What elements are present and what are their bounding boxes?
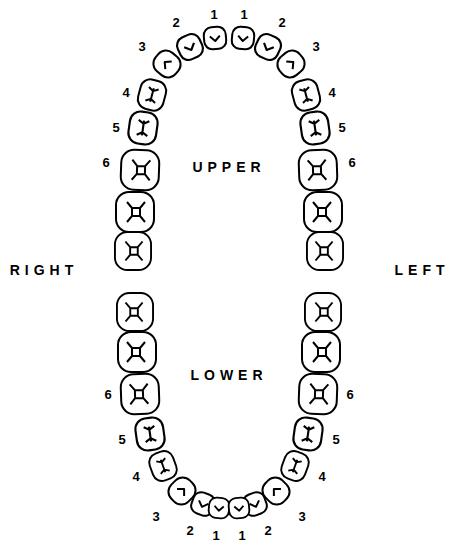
arch-label: RIGHT xyxy=(10,263,79,277)
tooth-number: 2 xyxy=(278,16,285,29)
tooth-number: 4 xyxy=(318,470,325,483)
tooth-number: 3 xyxy=(138,40,145,53)
tooth-number: 6 xyxy=(104,388,111,401)
tooth-number: 6 xyxy=(102,156,109,169)
tooth-number: 1 xyxy=(238,529,245,542)
tooth-number: 5 xyxy=(332,433,339,446)
arch-label: LEFT xyxy=(395,263,450,277)
tooth-number: 2 xyxy=(186,524,193,537)
tooth-number: 3 xyxy=(312,40,319,53)
arch-label: LOWER xyxy=(190,368,267,382)
tooth-number: 5 xyxy=(338,121,345,134)
tooth-number: 1 xyxy=(210,8,217,21)
tooth-number: 3 xyxy=(298,510,305,523)
tooth-number: 5 xyxy=(118,433,125,446)
tooth-number: 1 xyxy=(240,8,247,21)
tooth-number: 4 xyxy=(122,86,129,99)
tooth-number: 1 xyxy=(212,529,219,542)
arch-label: UPPER xyxy=(192,160,265,174)
tooth-number: 6 xyxy=(346,388,353,401)
tooth-number: 2 xyxy=(172,16,179,29)
tooth-number: 4 xyxy=(132,470,139,483)
tooth-number: 4 xyxy=(328,86,335,99)
tooth-number: 5 xyxy=(112,121,119,134)
upper-teeth xyxy=(115,26,343,270)
tooth-number: 6 xyxy=(348,156,355,169)
tooth-number: 3 xyxy=(152,510,159,523)
tooth-number: 2 xyxy=(264,524,271,537)
lower-teeth xyxy=(117,293,341,519)
